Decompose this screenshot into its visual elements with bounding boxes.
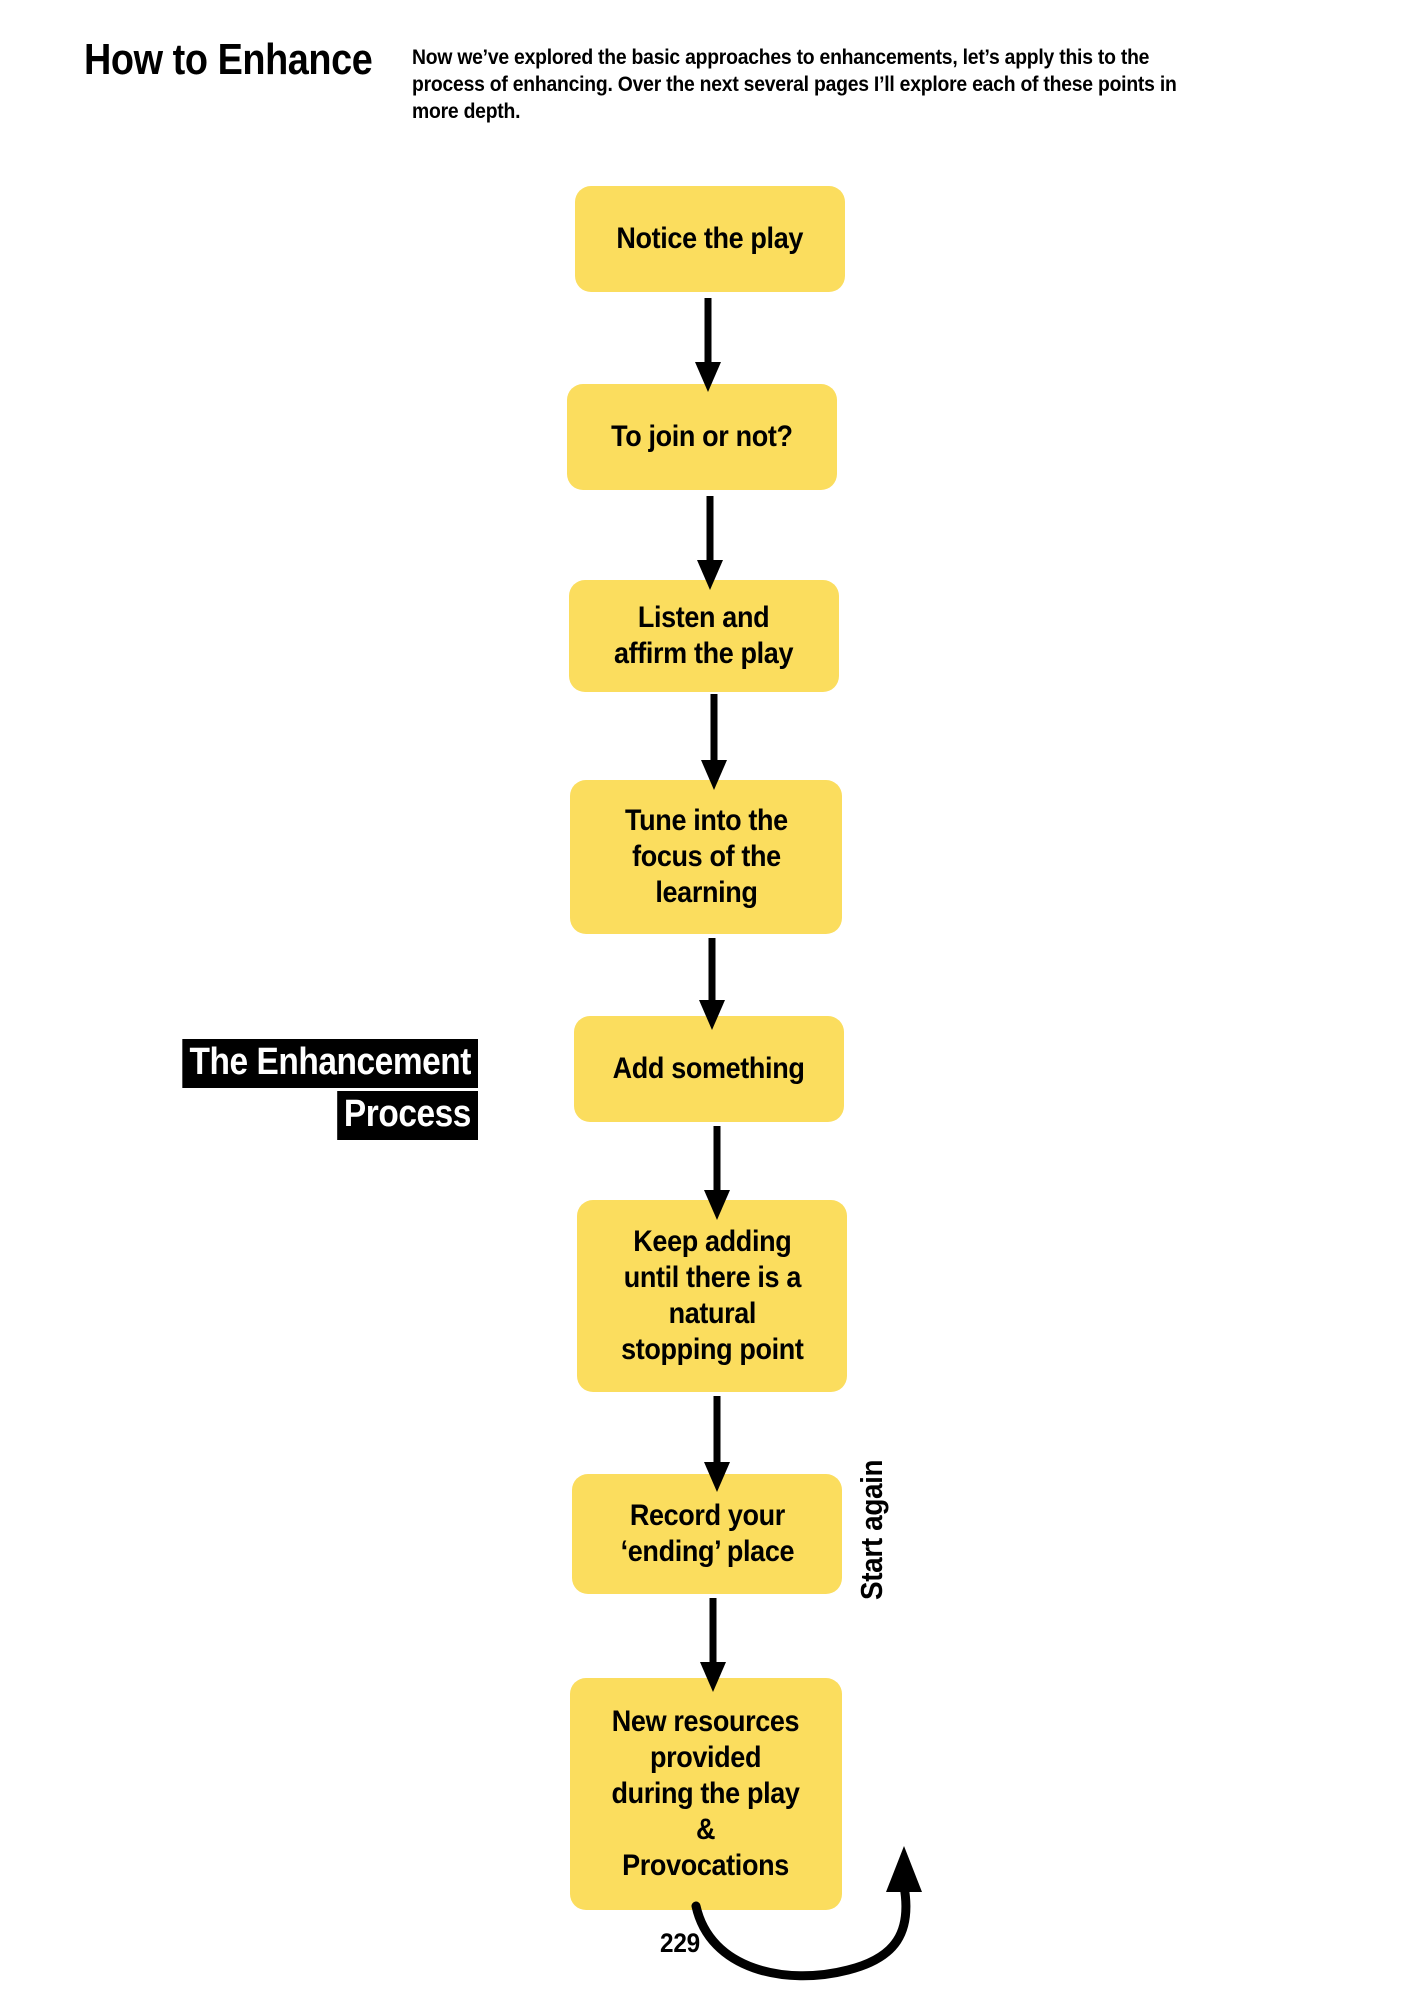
- arrow-down-icon-5: [700, 1126, 734, 1222]
- arrow-down-icon-7: [696, 1598, 730, 1694]
- arrow-down-icon-2: [693, 496, 727, 592]
- flow-node-label: New resources provided during the play &…: [611, 1705, 801, 1882]
- page-number: 229: [660, 1928, 701, 1958]
- flow-node-add-something[interactable]: Add something: [574, 1016, 844, 1122]
- flow-node-label: Keep adding until there is a natural sto…: [620, 1225, 804, 1366]
- start-again-loop-arrow-icon: [690, 1820, 980, 1990]
- flow-node-tune-into-focus[interactable]: Tune into the focus of the learning: [570, 780, 842, 934]
- enhancement-process-label-line1: The Enhancement: [182, 1039, 478, 1088]
- flow-node-label: Notice the play: [616, 222, 804, 255]
- start-again-label: Start again: [854, 1459, 889, 1600]
- flow-node-to-join-or-not[interactable]: To join or not?: [567, 384, 837, 490]
- intro-paragraph: Now we’ve explored the basic approaches …: [412, 45, 1177, 123]
- flow-node-label: To join or not?: [611, 420, 793, 453]
- flow-node-label: Record your ‘ending’ place: [620, 1499, 794, 1568]
- arrow-down-icon-1: [691, 298, 725, 394]
- enhancement-process-label: The Enhancement Process: [161, 1036, 478, 1140]
- arrow-down-icon-3: [697, 694, 731, 792]
- flow-node-record-ending-place[interactable]: Record your ‘ending’ place: [572, 1474, 842, 1594]
- page-title: How to Enhance: [84, 35, 373, 84]
- flow-node-new-resources-provocations[interactable]: New resources provided during the play &…: [570, 1678, 842, 1910]
- enhancement-process-label-line2: Process: [336, 1091, 478, 1140]
- flow-node-notice-the-play[interactable]: Notice the play: [575, 186, 845, 292]
- flow-node-label: Tune into the focus of the learning: [624, 804, 788, 909]
- arrow-down-icon-4: [695, 938, 729, 1032]
- flow-node-keep-adding[interactable]: Keep adding until there is a natural sto…: [577, 1200, 847, 1392]
- arrow-down-icon-6: [700, 1396, 734, 1494]
- flow-node-label: Add something: [613, 1052, 805, 1085]
- flow-node-listen-and-affirm[interactable]: Listen and affirm the play: [569, 580, 839, 692]
- flow-node-label: Listen and affirm the play: [614, 601, 794, 670]
